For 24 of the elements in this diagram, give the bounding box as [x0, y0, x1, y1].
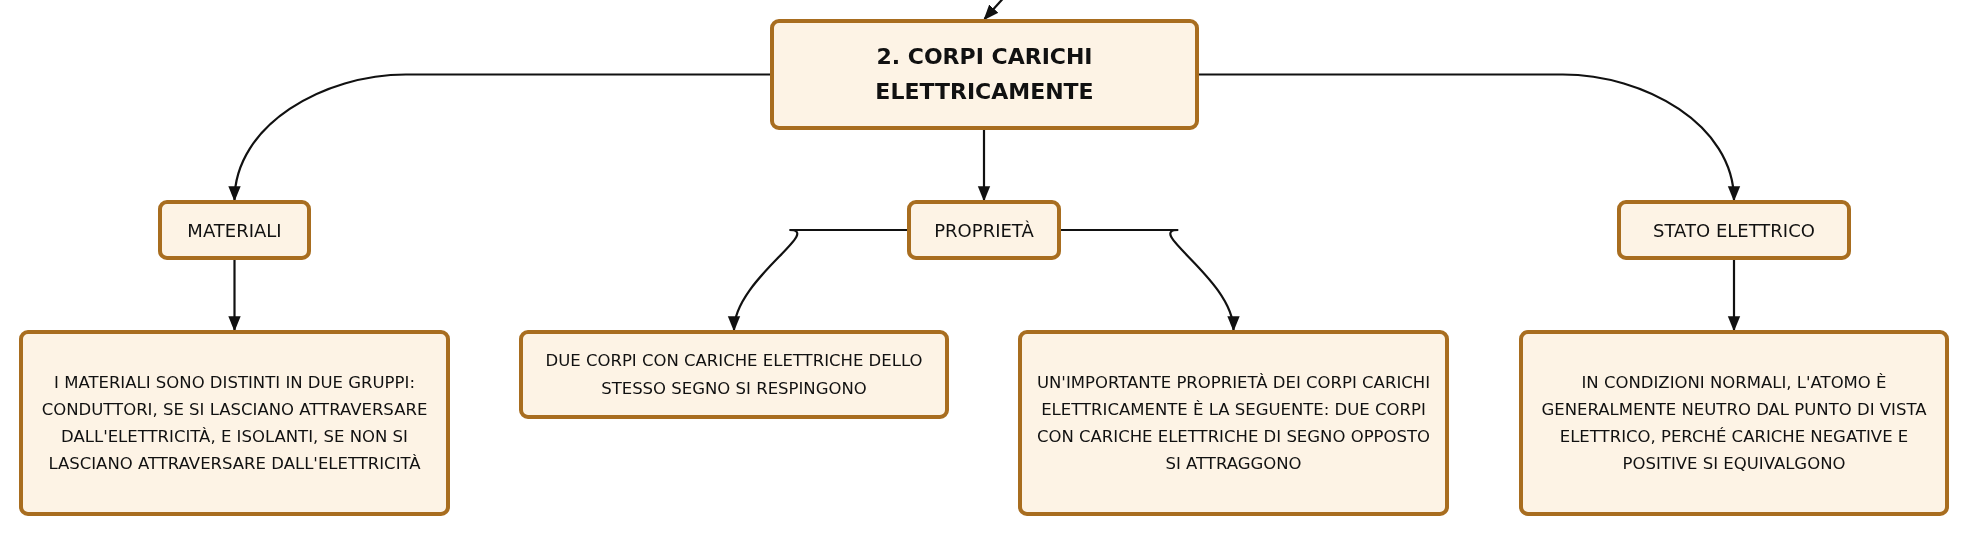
node-text: UN'IMPORTANTE PROPRIETÀ DEI CORPI CARICHI ELETTRICAMENTE È LA SEGUENTE: DUE CORPI CON CARICHE ELETTRICHE DI SEGNO OPPOSTO SI ATTRAGGONO	[1036, 371, 1431, 476]
arrow	[1727, 260, 1741, 332]
arrow	[729, 228, 907, 332]
node-text: 2. CORPI CARICHI ELETTRICAMENTE	[874, 43, 1095, 106]
node-text: DUE CORPI CON CARICHE ELETTRICHE DELLO STESSO SEGNO SI RESPINGONO	[544, 350, 924, 400]
node-text: I MATERIALI SONO DISTINTI IN DUE GRUPPI: CONDUTTORI, SE SI LASCIANO ATTRAVERSARE DALL'ELETTRICITÀ, E ISOLANTI, SE NON SI LASCIANO ATTRAVERSARE DALL'ELETTRICITÀ	[40, 371, 429, 476]
subtopic-box	[907, 200, 1061, 260]
node-text: MATERIALI	[187, 219, 282, 241]
arrow	[983, 0, 1005, 21]
node-text: PROPRIETÀ	[934, 219, 1034, 241]
main-topic-box	[770, 19, 1199, 130]
node-text: IN CONDIZIONI NORMALI, L'ATOMO È GENERALMENTE NEUTRO DAL PUNTO DI VISTA ELETTRICO, PERCHÉ CARICHE NEGATIVE E POSITIVE SI EQUIVALGONO	[1540, 371, 1928, 476]
arrow	[228, 260, 241, 332]
arrow	[1061, 228, 1238, 332]
description-box	[19, 330, 450, 516]
description-box	[1018, 330, 1449, 516]
description-box	[1519, 330, 1949, 516]
node-text: STATO ELETTRICO	[1653, 219, 1815, 241]
subtopic-box	[1617, 200, 1851, 260]
arrow	[229, 73, 770, 202]
arrow	[977, 130, 991, 202]
description-box	[519, 330, 949, 419]
subtopic-box	[158, 200, 311, 260]
arrow	[1199, 73, 1739, 202]
